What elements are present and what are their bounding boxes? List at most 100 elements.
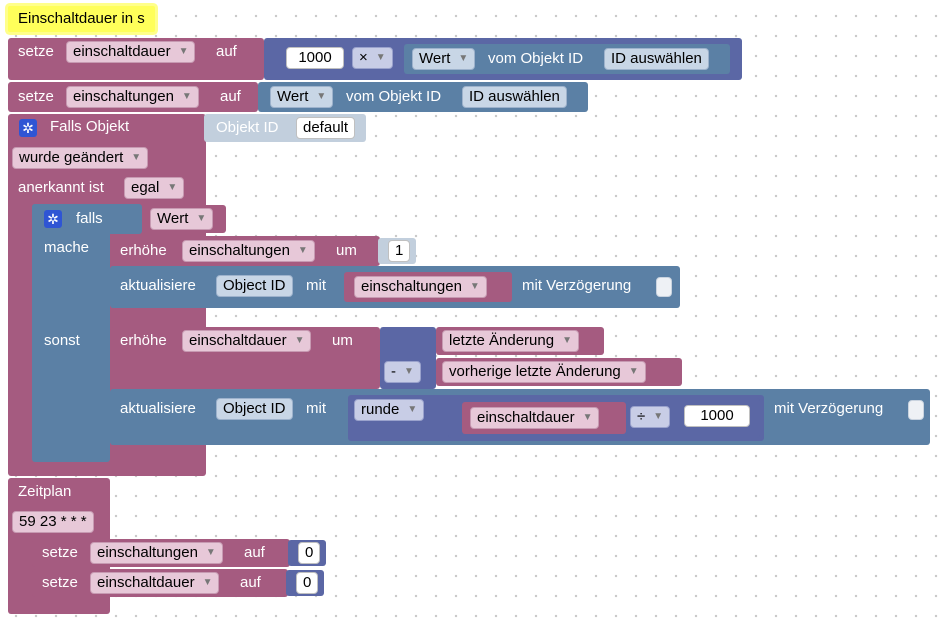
mache-label: mache: [44, 239, 90, 256]
dropdown-arrow-icon: ▼: [297, 245, 308, 257]
auf-label: auf: [220, 88, 241, 105]
number-block[interactable]: 1: [378, 238, 416, 264]
changed-dropdown[interactable]: wurde geändert▼: [12, 147, 149, 169]
id-select-field[interactable]: ID auswählen: [604, 48, 709, 70]
dropdown-arrow-icon: ▼: [404, 366, 414, 378]
minus-block[interactable]: -▼: [380, 327, 436, 389]
dropdown-arrow-icon: ▼: [375, 52, 386, 64]
vom-objekt-label: vom Objekt ID: [488, 50, 584, 67]
falls-label: falls: [76, 210, 103, 227]
gear-icon[interactable]: ✲: [19, 119, 37, 137]
vorherige-aenderung-block[interactable]: vorherige letzte Änderung▼: [436, 358, 682, 386]
number-field[interactable]: 1000: [286, 47, 344, 69]
dropdown-arrow-icon: ▼: [294, 335, 305, 347]
set-einschaltdauer-zero-block[interactable]: setze einschaltdauer▼ auf: [32, 569, 288, 597]
dropdown-arrow-icon: ▼: [181, 91, 192, 103]
trigger-bottom: [8, 462, 206, 476]
setze-label: setze: [42, 574, 78, 591]
variable-dropdown[interactable]: einschaltdauer▼: [182, 330, 312, 352]
variable-dropdown[interactable]: einschaltungen▼: [90, 542, 223, 564]
erhoehe-label: erhöhe: [120, 332, 167, 349]
setze-label: setze: [18, 88, 54, 105]
variable-get-block[interactable]: einschaltdauer▼: [462, 402, 626, 434]
default-field[interactable]: default: [296, 117, 356, 139]
dropdown-arrow-icon: ▼: [167, 182, 178, 194]
set-einschaltungen-block[interactable]: setze einschaltungen▼ auf: [8, 82, 258, 112]
dropdown-arrow-icon: ▼: [205, 547, 216, 559]
um-label: um: [336, 242, 357, 259]
object-id-field[interactable]: Object ID: [216, 398, 293, 420]
get-value-block[interactable]: Wert▼ vom Objekt ID ID auswählen: [404, 44, 730, 74]
setze-label: setze: [42, 544, 78, 561]
increment-einschaltdauer-block[interactable]: erhöhe einschaltdauer▼ um: [110, 327, 380, 389]
aktualisiere-label: aktualisiere: [120, 277, 196, 294]
vorherige-dropdown[interactable]: vorherige letzte Änderung▼: [442, 361, 646, 383]
auf-label: auf: [216, 43, 237, 60]
objekt-id-block[interactable]: Objekt ID default: [204, 114, 366, 142]
wert-dropdown[interactable]: Wert▼: [150, 208, 214, 230]
variable-dropdown[interactable]: einschaltungen▼: [66, 86, 199, 108]
dropdown-arrow-icon: ▼: [469, 281, 480, 293]
comment-note[interactable]: Einschaltdauer in s: [8, 6, 155, 32]
zeitplan-label: Zeitplan: [18, 483, 72, 500]
number-field[interactable]: 1: [388, 240, 411, 262]
number-field[interactable]: 0: [298, 542, 321, 564]
delay-checkbox[interactable]: [908, 400, 924, 420]
dropdown-arrow-icon: ▼: [562, 335, 572, 347]
number-field[interactable]: 1000: [684, 405, 750, 427]
gear-icon[interactable]: ✲: [44, 210, 62, 228]
wert-dropdown[interactable]: Wert▼: [412, 48, 476, 70]
object-id-field[interactable]: Object ID: [216, 275, 293, 297]
dropdown-arrow-icon: ▼: [196, 213, 207, 225]
variable-dropdown[interactable]: einschaltdauer▼: [66, 41, 196, 63]
erhoehe-label: erhöhe: [120, 242, 167, 259]
falls-objekt-label: Falls Objekt: [50, 118, 130, 135]
mit-label: mit: [306, 277, 326, 294]
dropdown-arrow-icon: ▼: [316, 91, 327, 103]
variable-dropdown[interactable]: einschaltdauer▼: [470, 407, 600, 429]
wert-trigger-block[interactable]: Wert▼: [142, 205, 226, 233]
dropdown-arrow-icon: ▼: [202, 577, 213, 589]
um-label: um: [332, 332, 353, 349]
anerkannt-label: anerkannt ist: [18, 179, 104, 196]
set-einschaltdauer-block[interactable]: setze einschaltdauer▼ auf: [8, 38, 264, 80]
verzoegerung-label: mit Verzögerung: [522, 277, 632, 294]
sonst-label: sonst: [44, 332, 80, 349]
minus-dropdown[interactable]: -▼: [384, 361, 421, 383]
verzoegerung-label: mit Verzögerung: [774, 400, 884, 417]
variable-dropdown[interactable]: einschaltungen▼: [354, 276, 487, 298]
number-block[interactable]: 0: [288, 540, 326, 566]
egal-dropdown[interactable]: egal▼: [124, 177, 185, 199]
letzte-dropdown[interactable]: letzte Änderung▼: [442, 330, 579, 352]
aktualisiere-label: aktualisiere: [120, 400, 196, 417]
dropdown-arrow-icon: ▼: [628, 366, 639, 378]
auf-label: auf: [240, 574, 261, 591]
delay-checkbox[interactable]: [656, 277, 672, 297]
cron-field[interactable]: 59 23 * * *: [12, 511, 94, 533]
dropdown-arrow-icon: ▼: [131, 152, 142, 164]
variable-get-block[interactable]: einschaltungen▼: [344, 272, 512, 302]
vom-objekt-label: vom Objekt ID: [346, 88, 442, 105]
if-else-block[interactable]: [32, 204, 110, 462]
dropdown-arrow-icon: ▼: [178, 46, 189, 58]
variable-dropdown[interactable]: einschaltdauer▼: [90, 572, 220, 594]
runde-dropdown[interactable]: runde▼: [354, 399, 425, 421]
dropdown-arrow-icon: ▼: [582, 412, 593, 424]
number-field[interactable]: 0: [296, 572, 319, 594]
set-einschaltungen-zero-block[interactable]: setze einschaltungen▼ auf: [32, 539, 290, 567]
dropdown-arrow-icon: ▼: [458, 53, 469, 65]
operator-dropdown[interactable]: ×▼: [352, 47, 393, 69]
mit-label: mit: [306, 400, 326, 417]
letzte-aenderung-block[interactable]: letzte Änderung▼: [436, 327, 604, 355]
auf-label: auf: [244, 544, 265, 561]
number-block[interactable]: 0: [286, 570, 324, 596]
increment-einschaltungen-block[interactable]: erhöhe einschaltungen▼ um: [110, 236, 380, 266]
get-value-block[interactable]: Wert▼ vom Objekt ID ID auswählen: [258, 82, 588, 112]
objekt-id-label: Objekt ID: [216, 119, 279, 136]
dropdown-arrow-icon: ▼: [407, 404, 418, 416]
divide-dropdown[interactable]: ÷▼: [630, 406, 671, 428]
variable-dropdown[interactable]: einschaltungen▼: [182, 240, 315, 262]
dropdown-arrow-icon: ▼: [653, 411, 664, 423]
id-select-field[interactable]: ID auswählen: [462, 86, 567, 108]
wert-dropdown[interactable]: Wert▼: [270, 86, 334, 108]
